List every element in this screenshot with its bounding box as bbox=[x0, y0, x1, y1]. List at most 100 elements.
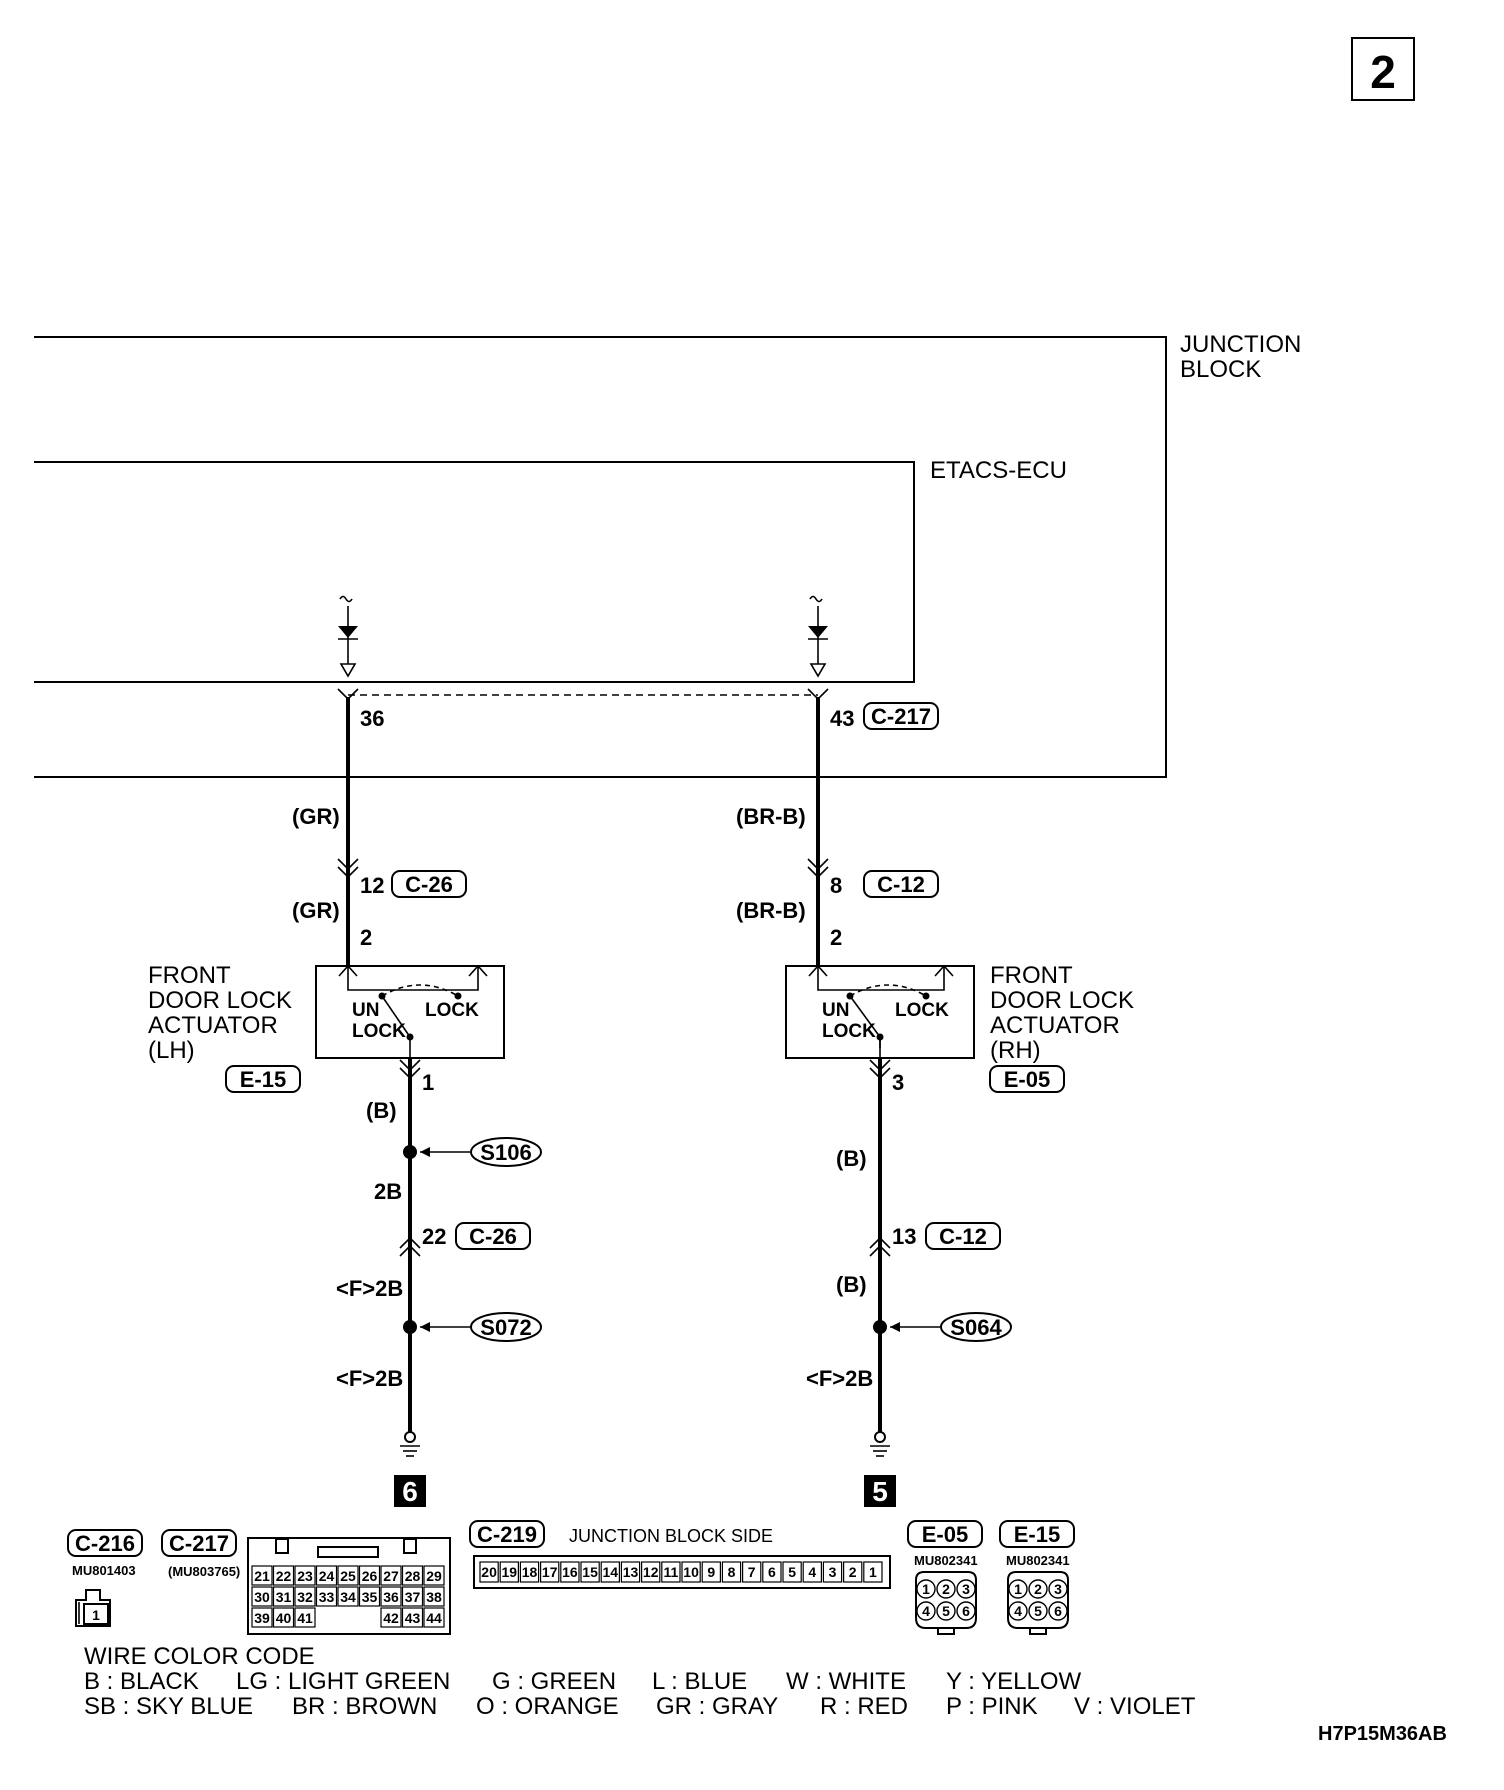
left-switch-link bbox=[381, 984, 459, 997]
c216-pin-1: 1 bbox=[92, 1607, 100, 1623]
wcc-r2-3: O : ORANGE bbox=[476, 1693, 619, 1720]
right-ground-wire-color-1: (B) bbox=[836, 1146, 867, 1171]
left-wire-color-upper: (GR) bbox=[292, 804, 340, 829]
page-number-box bbox=[1351, 37, 1415, 101]
e05-pin-circle bbox=[936, 1579, 956, 1599]
etacs-ecu-label: ETACS-ECU bbox=[930, 457, 1067, 484]
left-ground-inline-pin: 22 bbox=[422, 1224, 446, 1249]
junction-block-label-2: BLOCK bbox=[1180, 356, 1261, 383]
ecu-pin-36: 36 bbox=[360, 706, 384, 731]
c216-connector-view: 1 bbox=[75, 1589, 111, 1627]
right-inline-pin: 8 bbox=[830, 873, 842, 898]
left-ground-wire-f2: <F>2B bbox=[336, 1366, 403, 1391]
c217-pin-cell bbox=[380, 1586, 402, 1607]
c216-name: C-216 bbox=[75, 1531, 135, 1556]
junction-block-outline bbox=[34, 336, 1167, 778]
right-wire-color-upper: (BR-B) bbox=[736, 804, 806, 829]
left-ground-wire-f1: <F>2B bbox=[336, 1276, 403, 1301]
c219-pin-label: 9 bbox=[707, 1564, 715, 1580]
c217-pin-cell bbox=[251, 1586, 273, 1607]
right-actuator-name-1: FRONT bbox=[990, 962, 1073, 989]
left-inline-tag-box bbox=[391, 870, 467, 898]
c219-pin-cell bbox=[661, 1561, 681, 1583]
e05-pin-label: 5 bbox=[942, 1603, 950, 1619]
c219-pin-label: 19 bbox=[502, 1564, 518, 1580]
e05-pin-circle bbox=[956, 1579, 976, 1599]
c219-pin-cell bbox=[721, 1561, 742, 1583]
c217-pin-cell bbox=[294, 1586, 316, 1607]
c217-pin-label: 39 bbox=[254, 1610, 270, 1626]
page-number: 2 bbox=[1370, 46, 1396, 98]
right-actuator-name-2: DOOR LOCK bbox=[990, 987, 1134, 1014]
c217-pin-label: 22 bbox=[276, 1568, 292, 1584]
wcc-r1-4: L : BLUE bbox=[652, 1668, 747, 1695]
left-actuator-name-3: ACTUATOR bbox=[148, 1012, 278, 1039]
c217-pin-cell bbox=[251, 1607, 273, 1628]
wcc-r1-2: LG : LIGHT GREEN bbox=[236, 1668, 450, 1695]
c217-pin-cell bbox=[401, 1586, 424, 1607]
left-switch-unlock-2: LOCK bbox=[352, 1021, 406, 1042]
c219-tag-box bbox=[469, 1520, 545, 1548]
splice-s064-label: S064 bbox=[950, 1315, 1002, 1340]
c217-pin-label: 26 bbox=[362, 1568, 378, 1584]
right-switch-link bbox=[849, 984, 927, 997]
c217-pin-label: 38 bbox=[426, 1589, 442, 1605]
c216-tag-box bbox=[67, 1529, 143, 1557]
c217-pin-cell bbox=[251, 1565, 273, 1586]
right-ground-inline-connector: C-12 bbox=[939, 1224, 987, 1249]
e15-tag-box bbox=[999, 1520, 1075, 1548]
right-inline-tag-box bbox=[863, 870, 939, 898]
e05-pin-circle bbox=[916, 1601, 936, 1621]
e05-pin-label: 3 bbox=[962, 1581, 970, 1597]
e05-tag-box bbox=[907, 1520, 983, 1548]
c219-pin-cell bbox=[863, 1561, 883, 1583]
c217-pin-cell bbox=[272, 1586, 295, 1607]
c217-pin-cell bbox=[358, 1586, 381, 1607]
e05-pin-label: 6 bbox=[962, 1603, 970, 1619]
c217-pin-label: 37 bbox=[405, 1589, 421, 1605]
right-actuator-tag-box bbox=[989, 1065, 1065, 1093]
c219-pin-cell bbox=[580, 1561, 600, 1583]
e05-part: MU802341 bbox=[914, 1553, 978, 1568]
splice-s072-oval bbox=[470, 1312, 542, 1342]
wcc-r2-5: R : RED bbox=[820, 1693, 908, 1720]
c217-pin-cell bbox=[272, 1607, 295, 1628]
left-inline-connector-mark bbox=[337, 858, 359, 879]
c219-pin-label: 5 bbox=[788, 1564, 796, 1580]
e15-part: MU802341 bbox=[1006, 1553, 1070, 1568]
e05-name: E-05 bbox=[922, 1522, 968, 1547]
right-switch-lock: LOCK bbox=[895, 1000, 949, 1021]
c217-pin-cell bbox=[423, 1607, 445, 1628]
c217-pin-label: 21 bbox=[254, 1568, 270, 1584]
splice-s064-dot bbox=[873, 1320, 887, 1334]
c217-pin-label: 28 bbox=[405, 1568, 421, 1584]
c219-pin-label: 10 bbox=[683, 1564, 699, 1580]
right-ground-wire-f: <F>2B bbox=[806, 1366, 873, 1391]
c217-pin-cell bbox=[423, 1586, 445, 1607]
c219-pin-cell bbox=[620, 1561, 641, 1583]
c217-pin-cell bbox=[380, 1565, 402, 1586]
c217-pin-label: 35 bbox=[362, 1589, 378, 1605]
c219-pin-cell bbox=[640, 1561, 661, 1583]
right-switch-unlock-1: UN bbox=[822, 1000, 849, 1021]
c219-pin-label: 3 bbox=[829, 1564, 837, 1580]
c217-name: C-217 bbox=[169, 1531, 229, 1556]
c219-pin-cell bbox=[499, 1561, 520, 1583]
c219-pin-label: 13 bbox=[623, 1564, 639, 1580]
right-actuator-in-pin: 2 bbox=[830, 925, 842, 950]
c219-side-label: JUNCTION BLOCK SIDE bbox=[569, 1526, 773, 1546]
right-ground-inline-mark bbox=[869, 1236, 891, 1257]
c217-pin-cell bbox=[294, 1565, 316, 1586]
c217-pin-label: 44 bbox=[426, 1610, 442, 1626]
right-actuator-path bbox=[817, 966, 945, 991]
c219-pin-label: 7 bbox=[748, 1564, 756, 1580]
wcc-r2-7: V : VIOLET bbox=[1074, 1693, 1196, 1720]
left-actuator-out-mark bbox=[399, 1059, 421, 1080]
left-actuator-out-pin: 1 bbox=[422, 1070, 434, 1095]
junction-block-label-1: JUNCTION bbox=[1180, 331, 1301, 358]
c217-pin-label: 33 bbox=[319, 1589, 335, 1605]
right-inline-connector: C-12 bbox=[877, 872, 925, 897]
